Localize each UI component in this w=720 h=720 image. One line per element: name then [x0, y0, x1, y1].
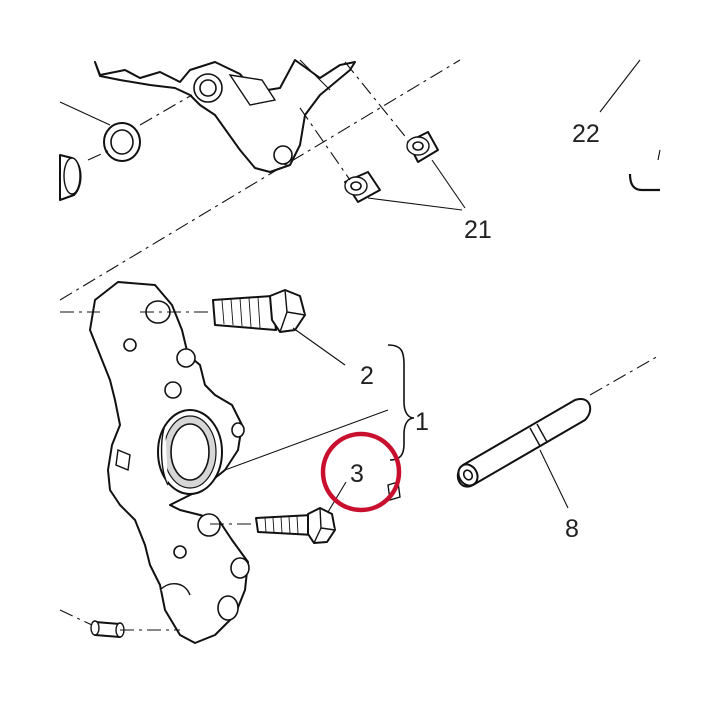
highlight-circle: [320, 431, 402, 513]
washer-left: [103, 122, 141, 162]
leader-lines: [59, 59, 641, 513]
pin-left-upper: [59, 154, 82, 201]
spacer-lower: [344, 171, 381, 203]
callout-3: 3: [350, 460, 364, 488]
bolt-2: [212, 289, 306, 333]
upper-bracket: [94, 59, 356, 173]
spacer-upper: [406, 131, 439, 163]
callout-21: 21: [464, 216, 492, 244]
callout-22: 22: [572, 120, 600, 148]
piston-bore: [157, 409, 223, 495]
pin-8: [456, 398, 592, 488]
callout-8: 8: [565, 515, 579, 543]
pin-lower-left: [90, 620, 125, 638]
callout-1: 1: [415, 408, 429, 436]
callout-2: 2: [360, 362, 374, 390]
assembly-axes: [59, 59, 661, 631]
part-22-fragment: [628, 149, 661, 192]
bolt-3: [255, 507, 336, 544]
group-brace: [387, 344, 415, 461]
